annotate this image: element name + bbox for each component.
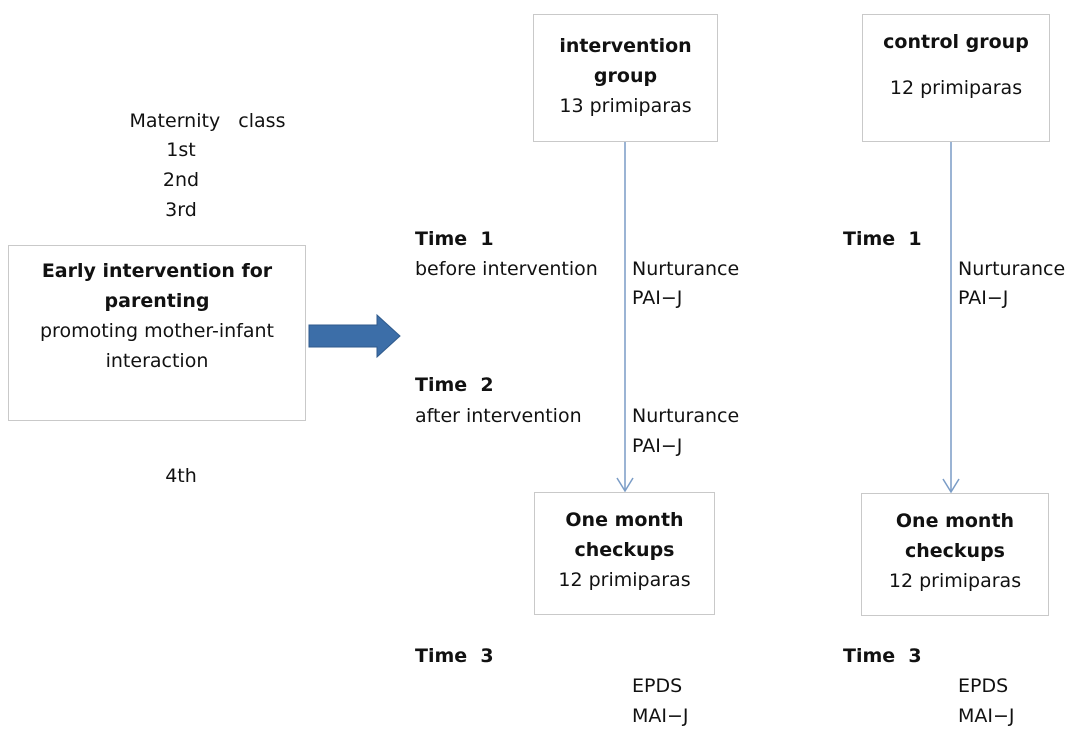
control-flow-arrowhead (942, 478, 960, 494)
time1-pai: PAI−J (632, 287, 683, 309)
block-arrow (308, 313, 401, 359)
onemonth-control-box: One month checkups 12 primiparas (861, 493, 1049, 616)
control-time1-label: Time 1 (843, 228, 922, 250)
control-time3-label: Time 3 (843, 645, 922, 667)
time1-label: Time 1 (415, 228, 494, 250)
time3-mai: MAI−J (632, 705, 689, 727)
session-1st: 1st (166, 139, 196, 161)
time2-desc: after intervention (415, 405, 582, 427)
onemonth-control-title: One month checkups (895, 510, 1015, 562)
time1-nurturance: Nurturance (632, 258, 740, 280)
time3-epds: EPDS (632, 675, 683, 697)
early-intervention-box: Early intervention for parenting promoti… (8, 245, 306, 421)
session-2nd: 2nd (162, 169, 200, 191)
onemonth-control-count: 12 primiparas (888, 570, 1022, 592)
control-time1-nurturance: Nurturance (958, 258, 1066, 280)
intervention-group-box: intervention group 13 primiparas (533, 14, 718, 142)
maternity-class-title: Maternity class (129, 110, 286, 132)
control-time3-epds: EPDS (958, 675, 1009, 697)
early-intervention-title: Early intervention for parenting (41, 260, 273, 312)
control-group-box: control group 12 primiparas (862, 14, 1050, 142)
intervention-group-count: 13 primiparas (559, 95, 692, 117)
onemonth-intervention-box: One month checkups 12 primiparas (534, 492, 715, 615)
session-3rd: 3rd (165, 199, 197, 221)
session-4th: 4th (165, 465, 197, 487)
onemonth-intervention-title: One month checkups (565, 509, 684, 561)
control-time1-pai: PAI−J (958, 287, 1009, 309)
time2-label: Time 2 (415, 374, 494, 396)
early-intervention-text: promoting mother-infant interaction (40, 320, 274, 372)
onemonth-intervention-count: 12 primiparas (558, 569, 691, 591)
intervention-flow-arrowhead (616, 477, 634, 493)
control-group-title: control group (883, 31, 1029, 53)
control-group-count: 12 primiparas (889, 77, 1023, 99)
intervention-group-title: intervention group (559, 35, 692, 87)
time2-nurturance: Nurturance (632, 405, 740, 427)
control-time3-mai: MAI−J (958, 705, 1015, 727)
time1-desc: before intervention (415, 258, 598, 280)
time3-label: Time 3 (415, 645, 494, 667)
time2-pai: PAI−J (632, 435, 683, 457)
